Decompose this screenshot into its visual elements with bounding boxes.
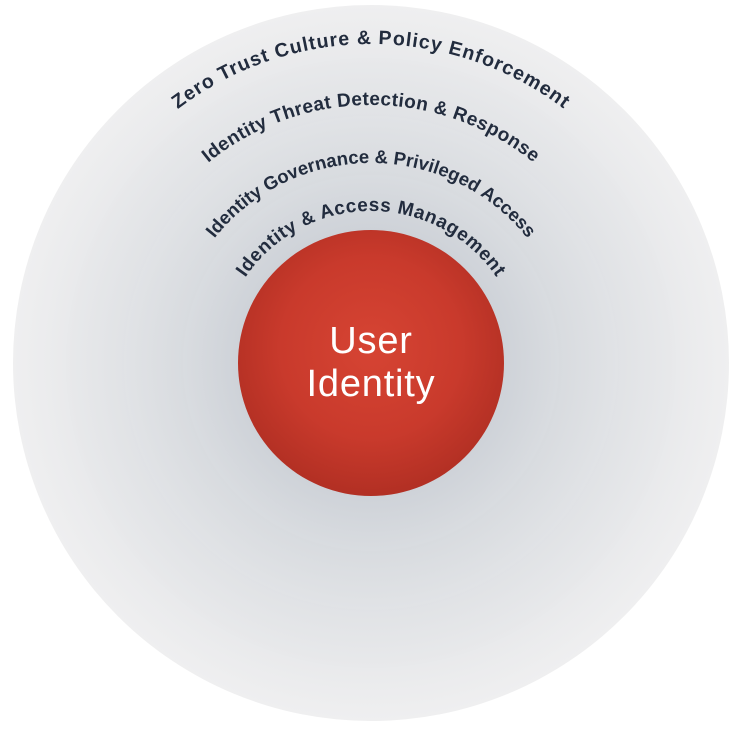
center-label-line1: User (329, 320, 412, 362)
center-label-line2: Identity (307, 363, 436, 405)
center-circle-user-identity (238, 230, 504, 496)
